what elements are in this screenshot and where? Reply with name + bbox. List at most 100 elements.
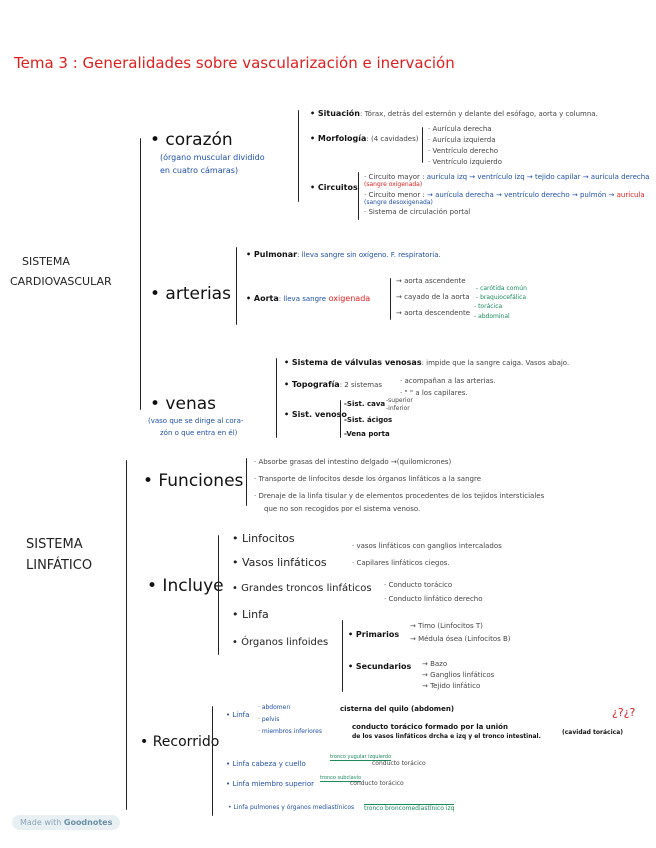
section-label: SISTEMA [26,537,83,552]
list-item: • Linfocitos [232,532,295,545]
page-title: Tema 3 : Generalidades sobre vasculariza… [14,54,455,72]
note: zón o que entra en él) [160,429,238,437]
heading-funciones: • Funciones [143,471,244,491]
list-item: · Ventrículo izquierdo [428,158,502,166]
note: en cuatro cámaras) [160,166,239,175]
list-item: • Vasos linfáticos [232,556,327,569]
key: • Sistema de válvulas venosas [284,358,422,367]
goodnotes-badge: Made with Goodnotes [12,815,121,830]
brace [276,358,277,438]
list-item: - braquiocefálica [476,294,527,301]
value: aurícula [616,191,645,199]
list-item: · pelvis [258,716,280,723]
value: cisterna del quilo (abdomen) [340,705,455,713]
list-item: → aorta descendente [396,309,471,317]
heading-incluye: • Incluye [147,576,224,596]
key: • Circuitos [310,183,358,192]
brace [390,278,391,320]
list-item: -Sist. ácigos [344,416,393,424]
badge-text: Made with [20,818,62,827]
list-item: → Timo (Linfocitos T) [410,622,483,630]
heading-corazon: • corazón [150,130,233,150]
value: aurícula izq → ventrículo izq → tejido c… [426,173,650,181]
list-item: · abdomen [258,704,291,711]
note: (órgano muscular dividido [160,153,265,162]
key: • Pulmonar [246,250,298,259]
list-item: - carótida común [476,285,527,292]
value: conducto torácico formado por la unión [352,723,508,731]
note: (vaso que se dirige al cora- [148,417,244,425]
value: : lleva sangre [278,295,327,303]
key: • Secundarios [348,662,412,671]
value: de los vasos linfáticos drcha e izq y el… [352,733,541,740]
key: • Linfa cabeza y cuello [226,760,306,768]
label: · Circuito mayor : [364,173,425,181]
list-item: · Absorbe grasas del intestino delgado →… [254,458,452,466]
list-item: · Ventrículo derecho [428,147,499,155]
key: • Linfa [226,711,250,719]
brace [212,706,213,816]
value: : impide que la sangre caiga. Vasos abaj… [421,359,570,367]
brace [218,535,219,655]
key: • Situación [310,109,360,118]
list-item: · Capilares linfáticos ciegos. [352,559,450,567]
value: oxigenada [328,294,371,303]
list-item: → cayado de la aorta [396,293,470,301]
value: : Tórax, detrás del esternón y delante d… [360,110,598,118]
list-item: → Tejido linfático [422,682,481,690]
list-item: - torácica [474,303,503,310]
list-item: • Grandes troncos linfáticos [232,583,372,594]
section-label: CARDIOVASCULAR [10,275,112,288]
section-label: LINFÁTICO [26,558,93,573]
value: conducto torácico [372,760,426,767]
list-item: · Drenaje de la linfa tisular y de eleme… [254,492,545,500]
value: : lleva sangre sin oxígeno. F. respirato… [297,251,441,259]
value: conducto torácico [350,780,404,787]
list-item: → Ganglios linfáticos [422,671,495,679]
brace [298,110,299,202]
list-item: · Aurícula izquierda [428,136,496,144]
key: • Morfología [310,134,367,143]
list-item: -Vena porta [344,430,390,438]
note: (sangre desoxigenada) [364,199,433,206]
list-item: que no son recogidos por el sistema veno… [264,505,421,513]
arrow-label: tronco subclavio [320,775,362,782]
list-item: • Órganos linfoides [232,637,329,648]
list-item: · miembros inferiores [258,728,322,735]
brace [126,460,127,810]
key: • Topografía [284,380,340,389]
brace [246,458,247,506]
list-item: · vasos linfáticos con ganglios intercal… [352,542,502,550]
list-item: - abdominal [474,313,510,320]
value: (cavidad torácica) [562,729,624,736]
section-label: SISTEMA [22,255,70,268]
key: • Sist. venoso [284,410,347,419]
list-item: -superior [386,397,413,404]
heading-recorrido: • Recorrido [140,734,220,750]
brace [342,620,343,692]
label: · Circuito menor : [364,191,425,199]
list-item: → Bazo [422,660,448,668]
list-item: → Médula ósea (Linfocitos B) [410,635,511,643]
value: : 2 sistemas [339,381,383,389]
list-item: → aorta ascendente [396,277,466,285]
list-item: · Conducto torácico [384,581,453,589]
key: • Linfa pulmones y órganos mediastínicos [228,804,355,811]
list-item: • Linfa [232,608,269,621]
annotation: ¿?¿? [612,706,636,719]
list-item: · Aurícula derecha [428,125,492,133]
list-item: · " " a los capilares. [400,389,468,397]
list-item: · Conducto linfático derecho [384,595,483,603]
arrow-label: tronco yugular izquierdo [330,754,392,761]
key: • Aorta [246,294,279,303]
brace [140,138,141,410]
value: → aurícula derecha → ventrículo derecho … [427,191,615,199]
list-item: · Sistema de circulación portal [364,208,471,216]
list-item: · Transporte de linfocitos desde los órg… [254,475,481,483]
key: • Linfa miembro superior [226,780,314,788]
brace [358,172,359,220]
brace [236,247,237,325]
list-item: · acompañan a las arterias. [400,377,496,385]
heading-venas: • venas [150,394,216,414]
key: • Primarios [348,630,400,639]
